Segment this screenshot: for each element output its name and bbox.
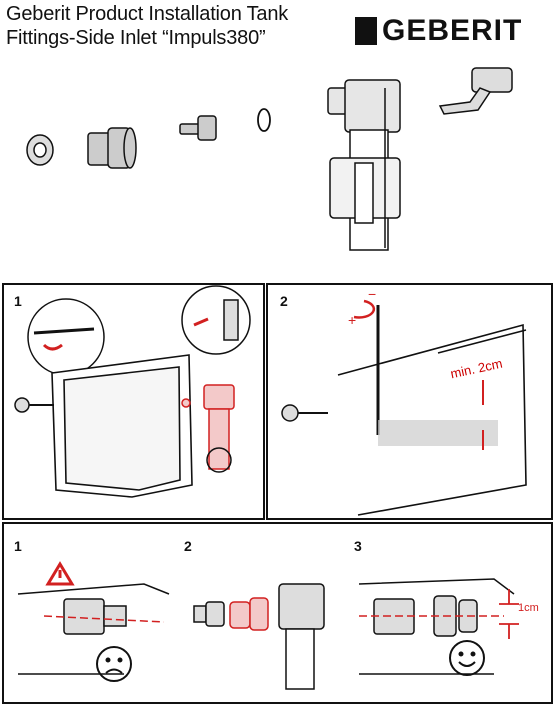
offset-arrows (499, 589, 519, 639)
water-level-band (378, 420, 498, 446)
side-inlet-pipe (14, 397, 54, 413)
step-panel-top-right: 2 min. 2cm + − (266, 283, 553, 520)
happy-face-icon (449, 640, 485, 676)
document-title: Geberit Product Installation Tank Fittin… (6, 2, 288, 50)
step-2-illustration: + − (281, 286, 527, 516)
step-panel-bottom: 1 2 3 1cm (2, 522, 553, 704)
logo-wordmark: GEBERIT (382, 14, 523, 47)
lock-nut (26, 134, 54, 166)
threaded-connector (87, 127, 137, 169)
svg-text:+: + (348, 312, 356, 328)
zoom-inset-wrench (27, 298, 105, 376)
parts-illustration (26, 67, 513, 251)
float-lever (438, 67, 513, 115)
step-number: 2 (280, 293, 288, 309)
zoom-inset-valve (181, 285, 251, 355)
bottom-illustrations (17, 561, 519, 690)
step-panel-top-left: 1 (2, 283, 265, 520)
step-number-3: 3 (354, 538, 362, 554)
step-number-1: 1 (14, 538, 22, 554)
inlet-valve-nozzle (179, 115, 217, 141)
fill-valve-red (181, 384, 235, 473)
warning-icon (45, 561, 75, 586)
logo-square (355, 17, 377, 45)
offset-dimension-label: 1cm (518, 602, 539, 614)
rotate-arrow-icon: + − (348, 286, 376, 328)
inlet-handle (281, 404, 328, 422)
svg-text:−: − (368, 286, 376, 302)
sad-face-icon (96, 646, 132, 682)
o-ring (257, 108, 271, 132)
step-number: 1 (14, 293, 22, 309)
title-line-2: Fittings-Side Inlet “Impuls380” (6, 27, 266, 49)
valve-misaligned (43, 598, 165, 635)
cistern-body (51, 354, 193, 498)
valve-step-2 (278, 583, 325, 690)
cistern-edge-1 (17, 583, 170, 675)
step-1-illustration (14, 285, 251, 498)
title-line-1: Geberit Product Installation Tank (6, 3, 289, 25)
fill-valve-assembly (327, 79, 401, 251)
step-number-2: 2 (184, 538, 192, 554)
valve-aligned (359, 595, 504, 637)
geberit-logo: GEBERIT (355, 14, 522, 48)
cistern-open (337, 323, 527, 516)
connector-parts (193, 597, 269, 631)
